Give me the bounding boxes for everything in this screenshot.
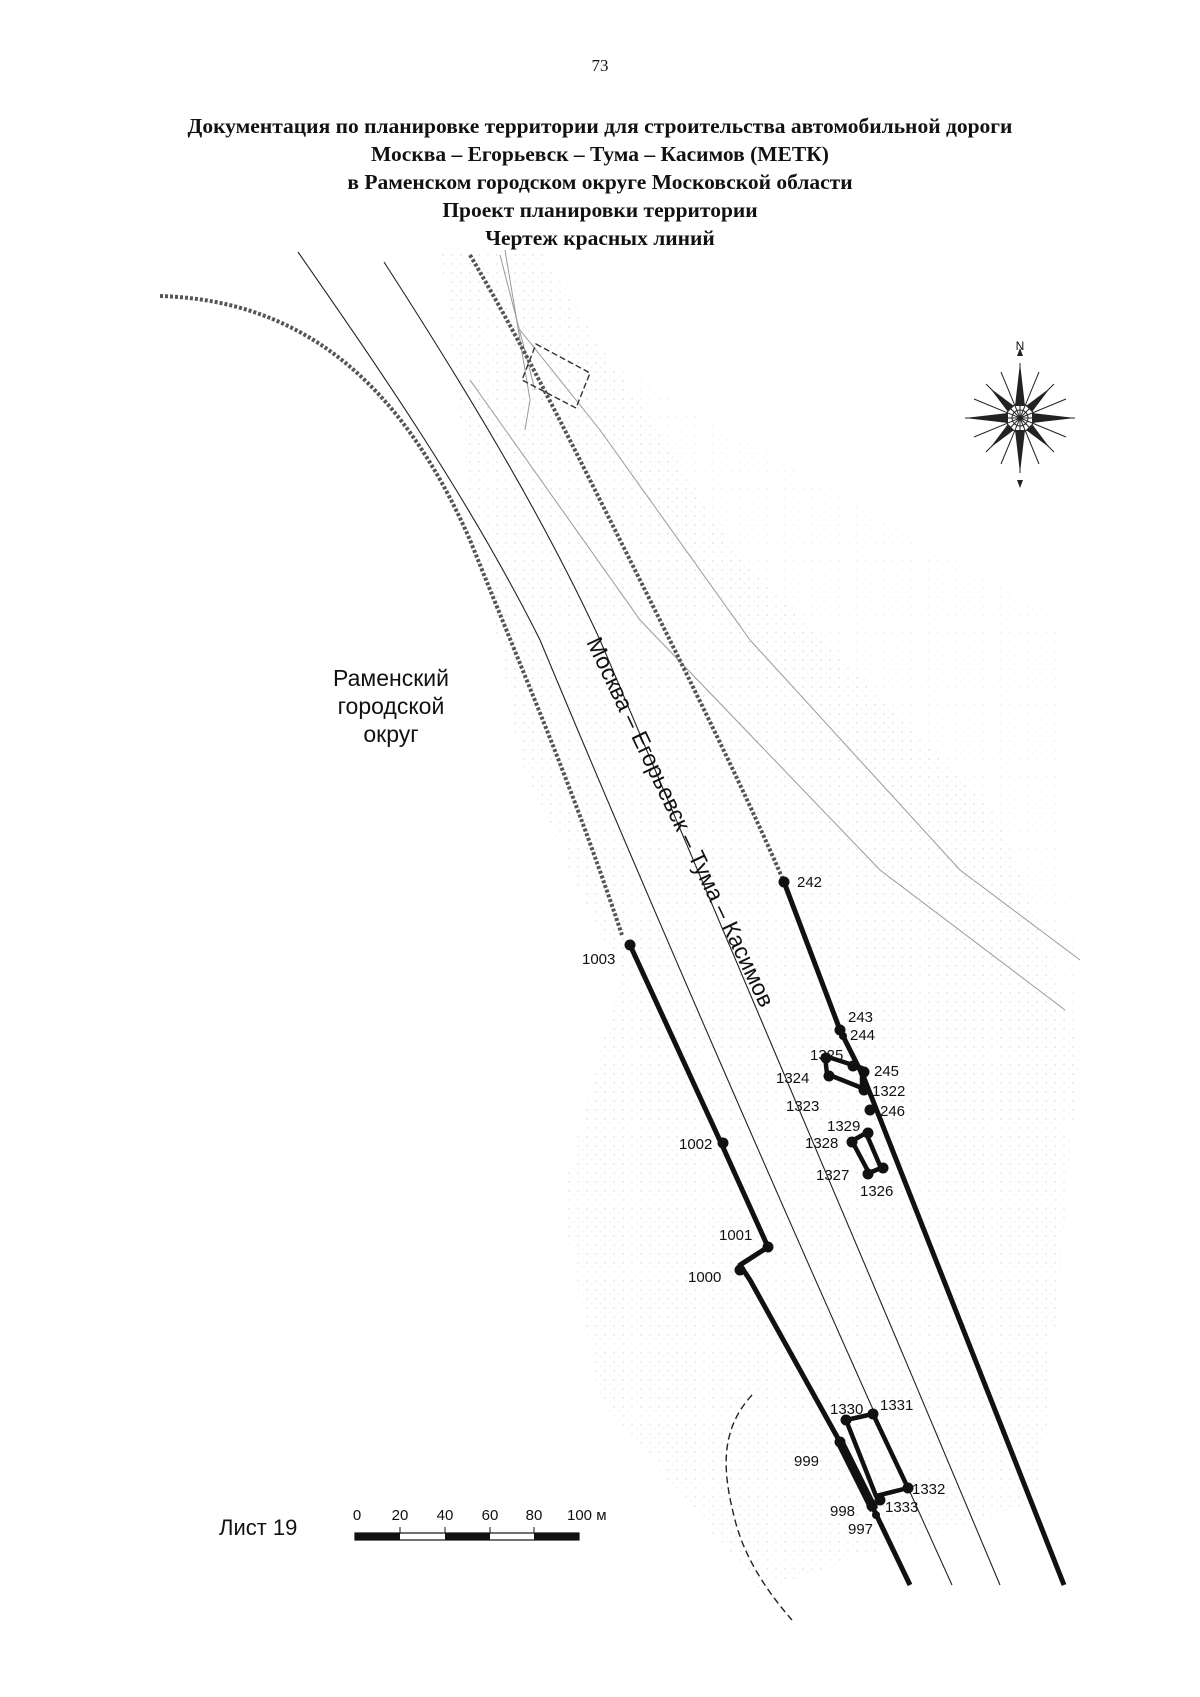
red-line-upper-hatched bbox=[468, 253, 786, 883]
header-line-1: Документация по планировке территории дл… bbox=[187, 114, 1013, 138]
point-1326 bbox=[877, 1162, 889, 1174]
header-line-3: в Раменском городском округе Московской … bbox=[347, 170, 853, 194]
scale-tick-80: 80 bbox=[526, 1507, 543, 1524]
point-1325 bbox=[847, 1060, 859, 1072]
header-line-4: Проект планировки территории bbox=[442, 198, 758, 222]
label-246: 246 bbox=[880, 1103, 905, 1120]
district-label-line-2: городской bbox=[338, 693, 445, 719]
scale-tick-100: 100 м bbox=[567, 1507, 607, 1524]
point-245 bbox=[858, 1066, 870, 1078]
point-1001 bbox=[762, 1241, 774, 1253]
label-1001: 1001 bbox=[719, 1227, 752, 1244]
label-1327: 1327 bbox=[816, 1167, 849, 1184]
red-lines-solid bbox=[627, 881, 1067, 1587]
label-1324: 1324 bbox=[776, 1070, 809, 1087]
header-line-5: Чертеж красных линий bbox=[485, 226, 715, 250]
point-1002 bbox=[717, 1137, 729, 1149]
label-1329: 1329 bbox=[827, 1118, 860, 1135]
label-997: 997 bbox=[848, 1521, 873, 1538]
scale-tick-0: 0 bbox=[353, 1507, 361, 1524]
sheet-label: Лист 19 bbox=[219, 1515, 298, 1540]
header-line-2: Москва – Егорьевск – Тума – Касимов (МЕТ… bbox=[371, 142, 829, 166]
point-1000 bbox=[734, 1264, 746, 1276]
label-1322: 1322 bbox=[872, 1083, 905, 1100]
label-1003: 1003 bbox=[582, 951, 615, 968]
label-998: 998 bbox=[830, 1503, 855, 1520]
district-boundary bbox=[159, 294, 624, 936]
label-1002: 1002 bbox=[679, 1136, 712, 1153]
label-1333: 1333 bbox=[885, 1499, 918, 1516]
point-labels: 242 243 244 1325 245 1324 1322 1323 246 … bbox=[582, 874, 945, 1538]
point-1333 bbox=[874, 1494, 886, 1506]
district-label-line-1: Раменский bbox=[333, 665, 449, 691]
label-242: 242 bbox=[797, 874, 822, 891]
district-label-line-3: округ bbox=[363, 721, 418, 747]
point-1322 bbox=[858, 1084, 870, 1096]
point-1328 bbox=[846, 1136, 858, 1148]
compass-rose-icon: N bbox=[965, 339, 1075, 488]
label-999: 999 bbox=[794, 1453, 819, 1470]
point-244 bbox=[839, 1032, 847, 1040]
label-1326: 1326 bbox=[860, 1183, 893, 1200]
scale-tick-60: 60 bbox=[482, 1507, 499, 1524]
point-242 bbox=[778, 876, 790, 888]
label-1331: 1331 bbox=[880, 1397, 913, 1414]
label-244: 244 bbox=[850, 1027, 875, 1044]
district-label: Раменский городской округ bbox=[333, 665, 449, 747]
point-1003 bbox=[624, 939, 636, 951]
point-1327 bbox=[862, 1168, 874, 1180]
dashed-boundary-bottom bbox=[725, 1394, 793, 1621]
label-245: 245 bbox=[874, 1063, 899, 1080]
point-1324 bbox=[820, 1052, 832, 1064]
point-1329 bbox=[862, 1127, 874, 1139]
terrain-texture bbox=[440, 250, 1080, 1590]
road-alignment-lines bbox=[297, 251, 1001, 1586]
point-999 bbox=[834, 1436, 846, 1448]
point-246 bbox=[864, 1104, 876, 1116]
compass-north-label: N bbox=[1016, 339, 1025, 353]
scale-tick-40: 40 bbox=[437, 1507, 454, 1524]
point-998 bbox=[866, 1500, 878, 1512]
point-1323 bbox=[823, 1070, 835, 1082]
label-1325: 1325 bbox=[810, 1047, 843, 1064]
label-1330: 1330 bbox=[830, 1401, 863, 1418]
dashed-parcel bbox=[521, 343, 591, 409]
document-header: Документация по планировке территории дл… bbox=[0, 112, 1200, 252]
scale-tick-20: 20 bbox=[392, 1507, 409, 1524]
red-line-points bbox=[624, 876, 914, 1519]
label-1323: 1323 bbox=[786, 1098, 819, 1115]
page-number: 73 bbox=[591, 56, 609, 75]
label-1000: 1000 bbox=[688, 1269, 721, 1286]
scale-bar: 0 20 40 60 80 100 м bbox=[353, 1507, 607, 1541]
point-997 bbox=[872, 1511, 880, 1519]
secondary-lines bbox=[469, 249, 1081, 1011]
point-1331 bbox=[867, 1408, 879, 1420]
point-1332 bbox=[902, 1482, 914, 1494]
label-1332: 1332 bbox=[912, 1481, 945, 1498]
point-1330 bbox=[840, 1414, 852, 1426]
label-243: 243 bbox=[848, 1009, 873, 1026]
label-1328: 1328 bbox=[805, 1135, 838, 1152]
